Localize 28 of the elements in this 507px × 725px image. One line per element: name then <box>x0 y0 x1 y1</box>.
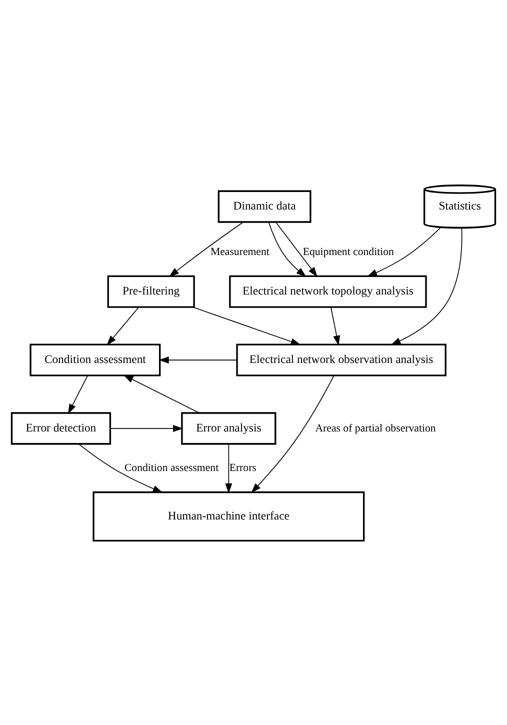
edge-label: Condition assessment <box>124 461 219 474</box>
edge-label: Errors <box>229 461 256 474</box>
arrow <box>110 424 184 432</box>
arrow <box>367 226 441 276</box>
edge-label: Measurement <box>210 245 270 258</box>
edge-label: Areas of partial observation <box>315 422 436 434</box>
edge-label: Equipment condition <box>302 245 394 258</box>
arrow <box>192 306 301 344</box>
node-box: Human-machine interface <box>92 490 365 541</box>
node-box: Pre-filtering <box>107 274 195 308</box>
arrow <box>106 306 140 345</box>
arrow <box>251 374 334 493</box>
arrow <box>225 443 232 493</box>
node-box: Electrical network observation analysis <box>236 343 446 376</box>
arrow <box>168 221 244 276</box>
arrow <box>78 443 163 492</box>
arrow <box>68 374 88 414</box>
arrow <box>123 374 200 413</box>
node-box: Electrical network topology analysis <box>229 274 427 308</box>
arrow <box>390 226 462 345</box>
node-box: Error detection <box>10 412 112 444</box>
arrow <box>275 221 318 277</box>
arrow <box>268 221 306 276</box>
arrow <box>330 306 340 346</box>
node-box: Condition assessment <box>30 343 161 376</box>
node-box: Dinamic data <box>218 190 312 222</box>
arrow <box>158 356 238 364</box>
node-box: Error analysis <box>181 412 276 444</box>
